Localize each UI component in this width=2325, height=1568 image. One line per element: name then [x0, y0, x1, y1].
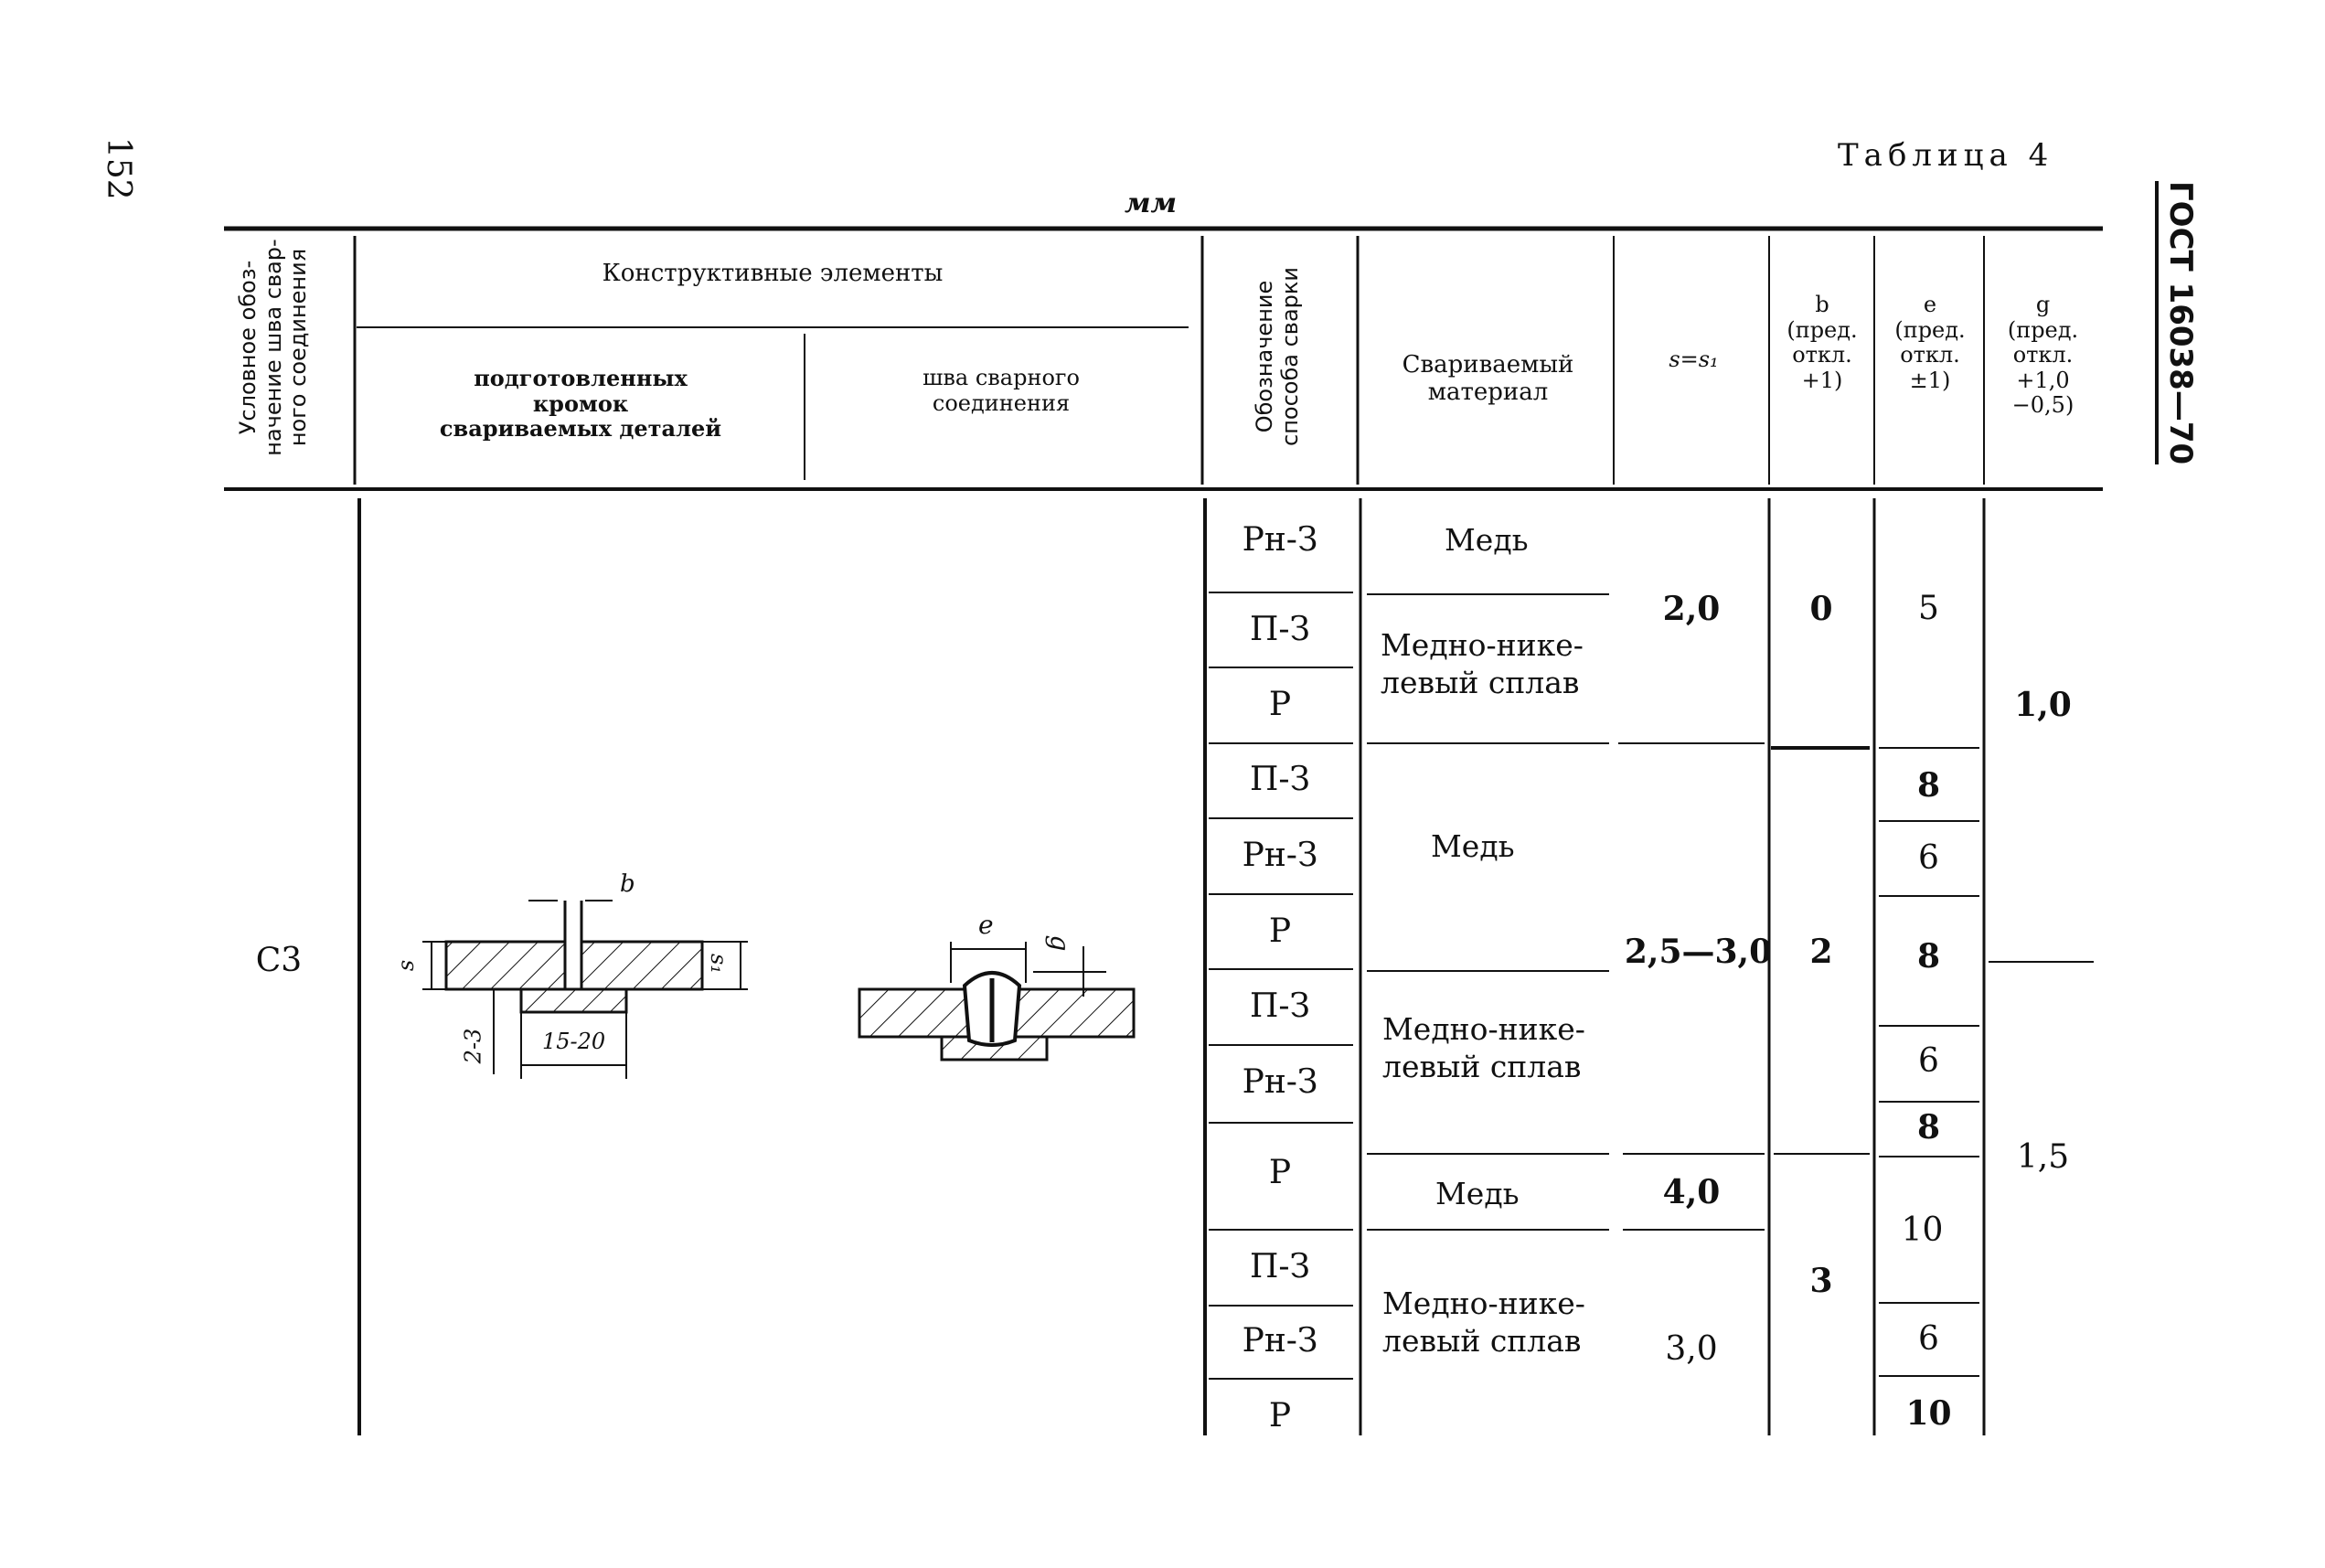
g-value-1: 1,0	[2014, 686, 2072, 724]
header-material: Свариваемый материал	[1402, 351, 1574, 406]
material-4: Медно-нике- левый сплав	[1382, 1011, 1585, 1085]
method-7: П-З	[1250, 987, 1310, 1025]
label-s: s	[393, 959, 420, 972]
method-9: Р	[1268, 1154, 1292, 1191]
header-e: e (пред. откл. ±1)	[1894, 292, 1966, 393]
method-10: П-З	[1250, 1248, 1310, 1285]
header-g: g (пред. откл. +1,0 −0,5)	[2007, 292, 2079, 419]
label-b: b	[620, 870, 635, 898]
e-value-8: 6	[1918, 1320, 1939, 1358]
method-2: П-З	[1250, 611, 1310, 648]
s-value-2: 2,5—3,0	[1624, 933, 1773, 971]
e-value-6: 8	[1916, 1108, 1941, 1147]
b-value-1: 0	[1809, 590, 1833, 628]
e-value-2: 8	[1916, 766, 1941, 805]
method-11: Рн-З	[1242, 1322, 1318, 1360]
method-3: Р	[1268, 686, 1292, 723]
e-value-4: 8	[1916, 937, 1941, 976]
method-5: Рн-З	[1242, 837, 1318, 874]
header-designation: Условное обоз- начение шва свар- ного со…	[235, 239, 312, 456]
header-method: Обозначение способа сварки	[1252, 267, 1303, 446]
e-value-3: 6	[1918, 839, 1939, 877]
b-value-2: 2	[1809, 933, 1833, 971]
method-6: Р	[1268, 912, 1292, 950]
header-prepared-edges: подготовленных кромок свариваемых детале…	[439, 365, 722, 443]
method-1: Рн-З	[1242, 521, 1318, 559]
material-3: Медь	[1431, 828, 1515, 864]
material-6: Медно-нике- левый сплав	[1382, 1285, 1585, 1360]
b-value-3: 3	[1809, 1262, 1833, 1300]
header-constructive: Конструктивные элементы	[602, 260, 944, 287]
label-gap: 2-3	[460, 1028, 486, 1064]
s-value-1: 2,0	[1662, 590, 1721, 628]
material-5: Медь	[1435, 1176, 1520, 1211]
material-2: Медно-нике- левый сплав	[1381, 627, 1584, 701]
e-value-1: 5	[1918, 590, 1939, 627]
label-width: 15-20	[542, 1029, 606, 1054]
row-code: С3	[255, 942, 303, 979]
e-value-7: 10	[1901, 1211, 1944, 1249]
label-e: e	[978, 910, 994, 940]
prepared-edges-drawing	[422, 900, 748, 1079]
method-12: Р	[1268, 1397, 1292, 1435]
label-g: g	[1044, 934, 1075, 952]
g-value-2: 1,5	[2016, 1138, 2070, 1176]
header-weld-seam: шва сварного соединения	[923, 365, 1080, 416]
s-value-4: 3,0	[1665, 1330, 1718, 1368]
s-value-3: 4,0	[1662, 1173, 1721, 1211]
e-value-5: 6	[1918, 1042, 1939, 1080]
header-b: b (пред. откл. +1)	[1786, 292, 1858, 393]
material-1: Медь	[1445, 522, 1529, 558]
header-s: s=s₁	[1669, 347, 1719, 372]
method-8: Рн-З	[1242, 1063, 1318, 1101]
units-label: мм	[1125, 187, 1178, 219]
e-value-9: 10	[1905, 1394, 1952, 1433]
table-title: Таблица 4	[1838, 137, 2054, 174]
method-4: П-З	[1250, 761, 1310, 798]
weld-seam-drawing	[858, 942, 1136, 1061]
label-s1: s₁	[705, 954, 731, 974]
